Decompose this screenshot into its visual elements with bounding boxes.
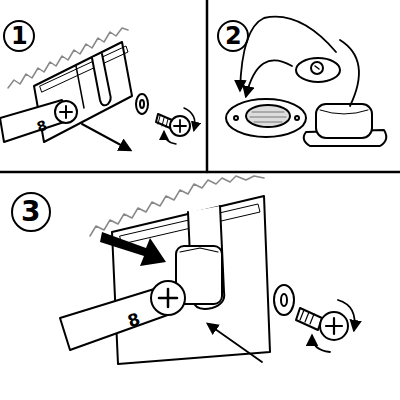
step-number: 2 xyxy=(225,24,242,48)
step-number: 3 xyxy=(21,198,40,226)
step-number: 1 xyxy=(11,24,28,48)
